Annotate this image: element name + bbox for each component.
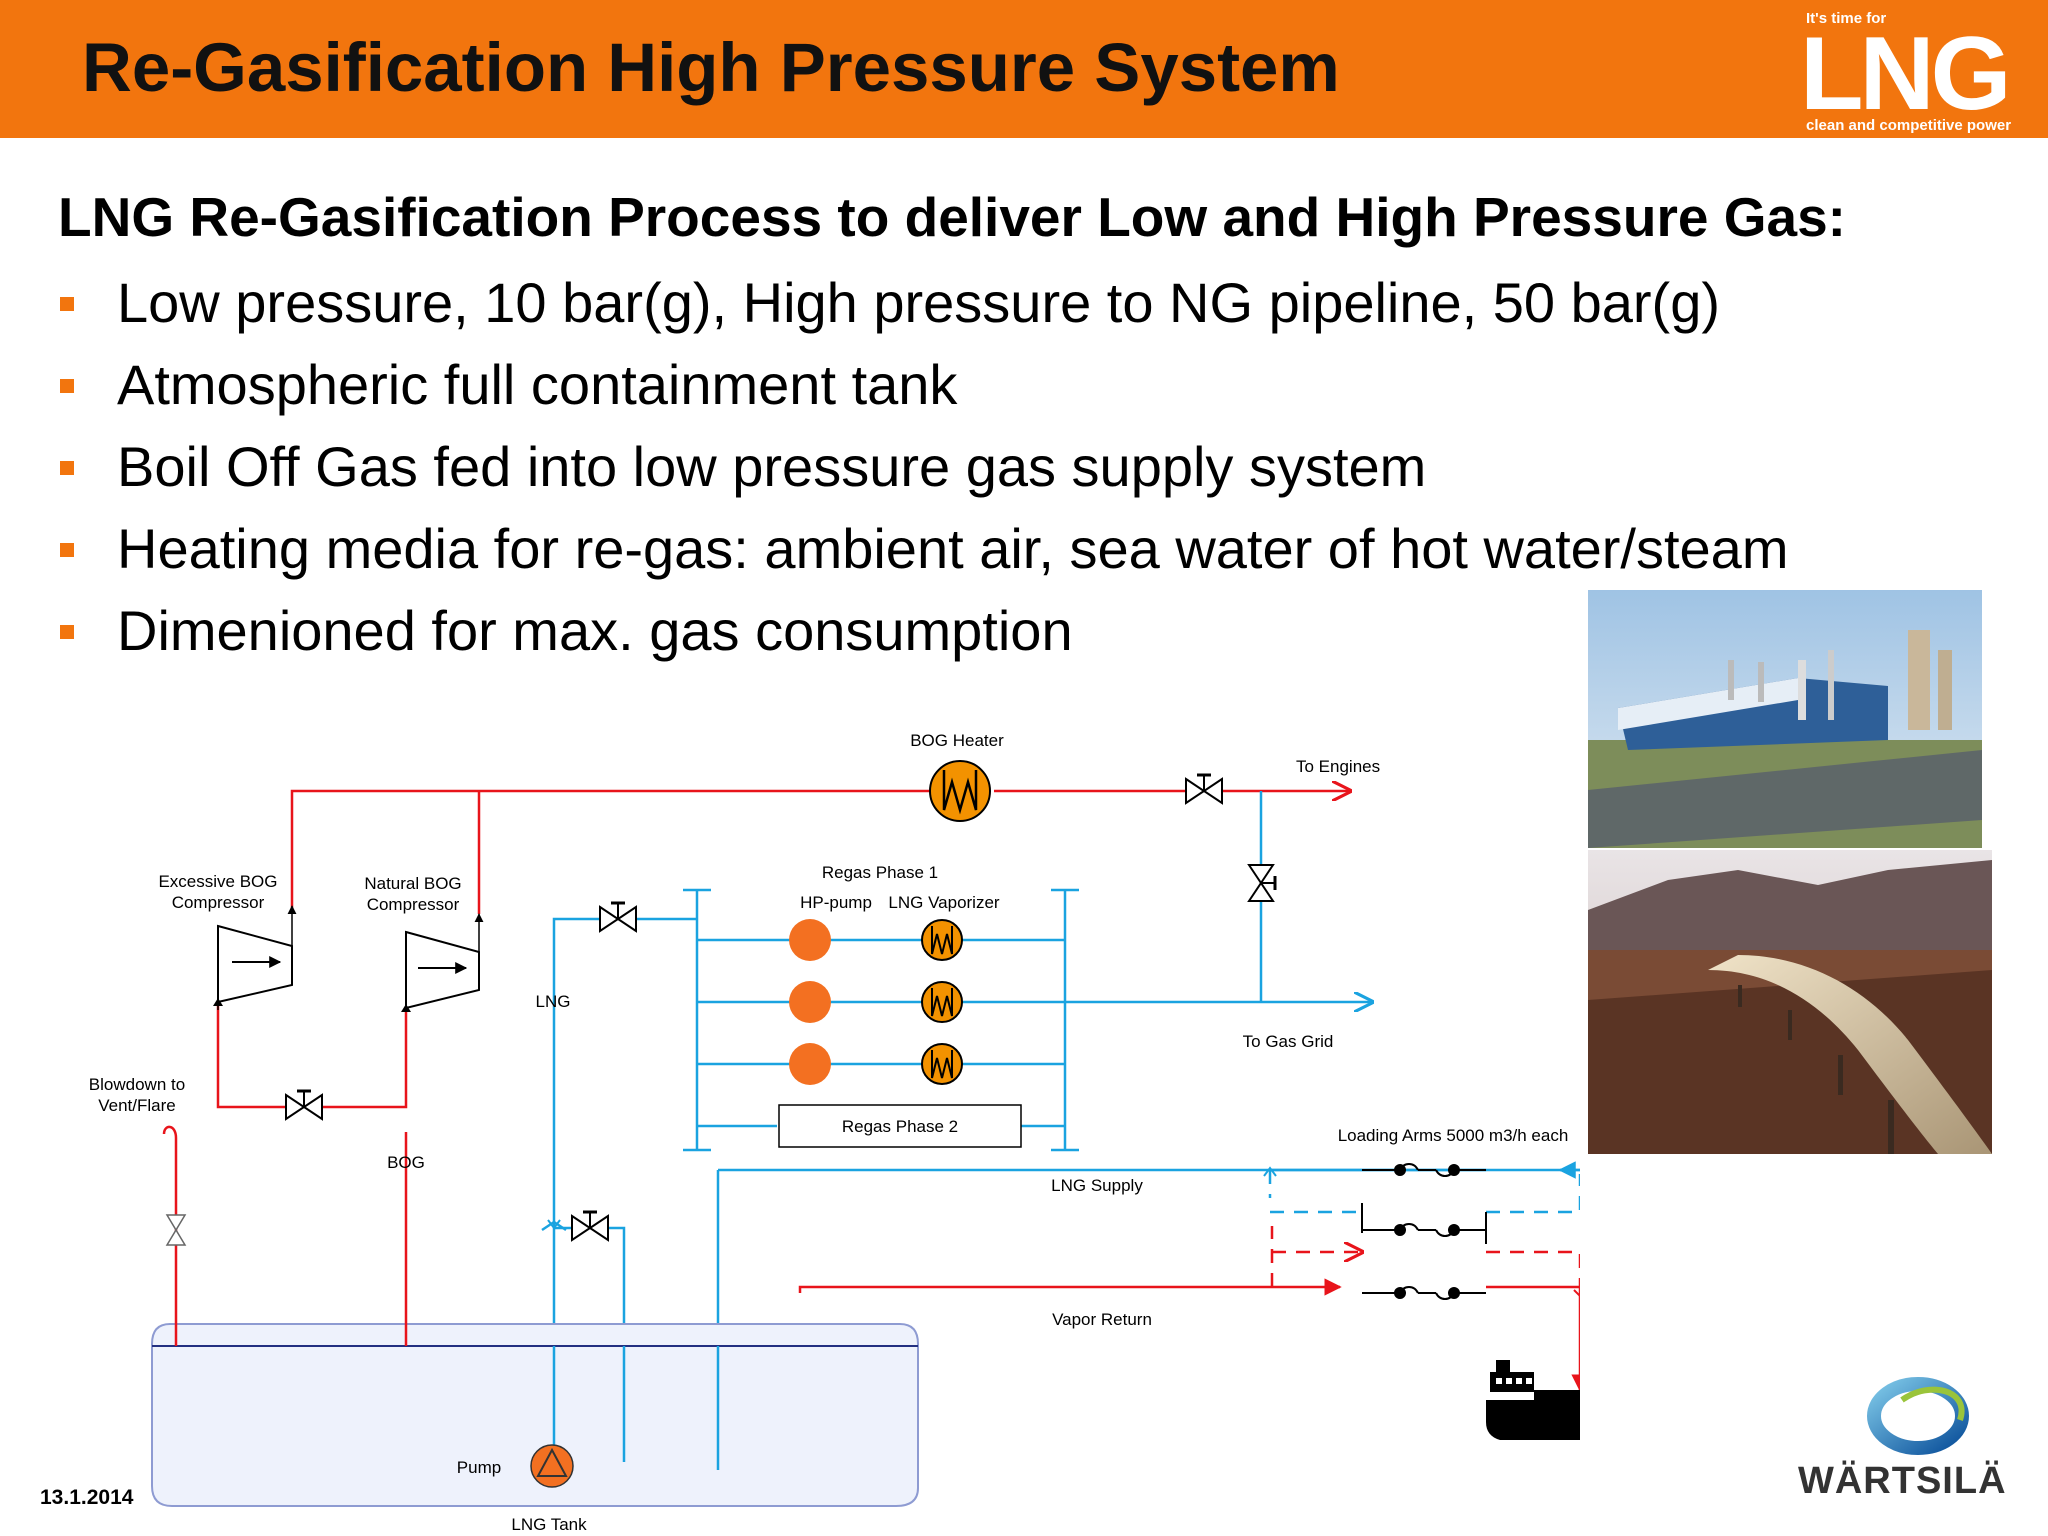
hp-pump-icon: [789, 1043, 831, 1085]
bog-heater-icon: [929, 760, 991, 822]
bullet-text: Boil Off Gas fed into low pressure gas s…: [117, 435, 1427, 498]
wartsila-logo: WÄRTSILÄ: [1790, 1370, 2010, 1510]
label-blowdown-line1: Blowdown to: [89, 1075, 185, 1094]
label-lng-vaporizer: LNG Vaporizer: [888, 893, 1000, 912]
bullet-text: Atmospheric full containment tank: [117, 353, 958, 416]
label-lng: LNG: [536, 992, 571, 1011]
hp-pump-icon: [789, 981, 831, 1023]
label-excessive-bog-line2: Compressor: [172, 893, 265, 912]
label-bog-heater: BOG Heater: [910, 731, 1004, 750]
blowdown-valve-icon: [165, 1214, 187, 1246]
wartsila-emblem-icon: [1867, 1377, 1969, 1455]
bullet-square-icon: [60, 543, 74, 557]
diagram-labels: BOG Heater To Engines Excessive BOG Comp…: [89, 731, 1569, 1534]
logo-claim: clean and competitive power: [1806, 117, 2012, 134]
label-natural-bog-line1: Natural BOG: [364, 874, 461, 893]
loading-arm: [1362, 1163, 1486, 1177]
label-bog: BOG: [387, 1153, 425, 1172]
bullet-text: Low pressure, 10 bar(g), High pressure t…: [117, 271, 1720, 334]
loading-arm: [1362, 1286, 1486, 1300]
bullet-square-icon: [60, 379, 74, 393]
header-bar: Re-Gasification High Pressure System It'…: [0, 0, 2048, 138]
bog-gas-lines: [162, 791, 1580, 1392]
label-excessive-bog-line1: Excessive BOG: [158, 872, 277, 891]
pipeline-photo: [1588, 850, 1992, 1154]
label-regas-phase-1: Regas Phase 1: [822, 863, 938, 882]
content-heading: LNG Re-Gasification Process to deliver L…: [58, 186, 1846, 248]
loading-arm-arrow-icon: [1573, 1289, 1580, 1298]
label-loading-arms: Loading Arms 5000 m3/h each: [1338, 1126, 1569, 1145]
bullet-text: Heating media for re-gas: ambient air, s…: [117, 517, 1789, 580]
excessive-bog-compressor-icon: [213, 905, 297, 1010]
regas-phase-2-box: [778, 1104, 1022, 1148]
label-to-engines: To Engines: [1296, 757, 1380, 776]
logo-word: LNG: [1800, 16, 2012, 132]
label-natural-bog-line2: Compressor: [367, 895, 460, 914]
label-regas-phase-2: Regas Phase 2: [842, 1117, 958, 1136]
lng-plant-photo: [1588, 590, 1982, 848]
lng-tank: [151, 1320, 919, 1507]
lng-vaporizer-icon: [921, 919, 963, 961]
bullet-text: Dimenioned for max. gas consumption: [117, 599, 1073, 662]
lng-vaporizer-icon: [921, 1043, 963, 1085]
lng-lines: [541, 791, 1580, 1472]
loading-arm: [1361, 1203, 1487, 1244]
lng-logo: It's time for LNG clean and competitive …: [1796, 4, 2048, 138]
label-vapor-return: Vapor Return: [1052, 1310, 1152, 1329]
bullet-square-icon: [60, 297, 74, 311]
tank-pump-icon: [530, 1444, 574, 1488]
bog-crossover-valve-icon: [285, 1089, 323, 1121]
tank-recirculation-valve-icon: [571, 1210, 609, 1242]
label-lng-tank: LNG Tank: [511, 1515, 587, 1534]
bog-header-valve-icon: [1185, 773, 1223, 805]
slide-title: Re-Gasification High Pressure System: [82, 29, 1340, 106]
wartsila-wordmark: WÄRTSILÄ: [1798, 1460, 2007, 1502]
label-to-gas-grid: To Gas Grid: [1243, 1032, 1334, 1051]
natural-bog-compressor-icon: [401, 913, 484, 1012]
loading-arm-arrow-icon: [1263, 1166, 1277, 1177]
logo-tagline: It's time for: [1806, 10, 1887, 27]
hp-pump-icon: [789, 919, 831, 961]
lng-vaporizer-icon: [921, 981, 963, 1023]
label-lng-supply: LNG Supply: [1051, 1176, 1143, 1195]
lng-inlet-valve-icon: [599, 901, 637, 933]
label-hp-pump: HP-pump: [800, 893, 872, 912]
bullet-square-icon: [60, 625, 74, 639]
bullet-square-icon: [60, 461, 74, 475]
process-flow-diagram: BOG Heater To Engines Excessive BOG Comp…: [89, 731, 1580, 1534]
label-pump: Pump: [457, 1458, 501, 1477]
gas-grid-valve-icon: [1247, 864, 1277, 902]
footer-date: 13.1.2014: [40, 1486, 134, 1509]
label-blowdown-line2: Vent/Flare: [98, 1096, 176, 1115]
lng-inlet-arrow-icon: [547, 1219, 561, 1230]
lng-carrier-ship-icon: [1486, 1360, 1580, 1440]
